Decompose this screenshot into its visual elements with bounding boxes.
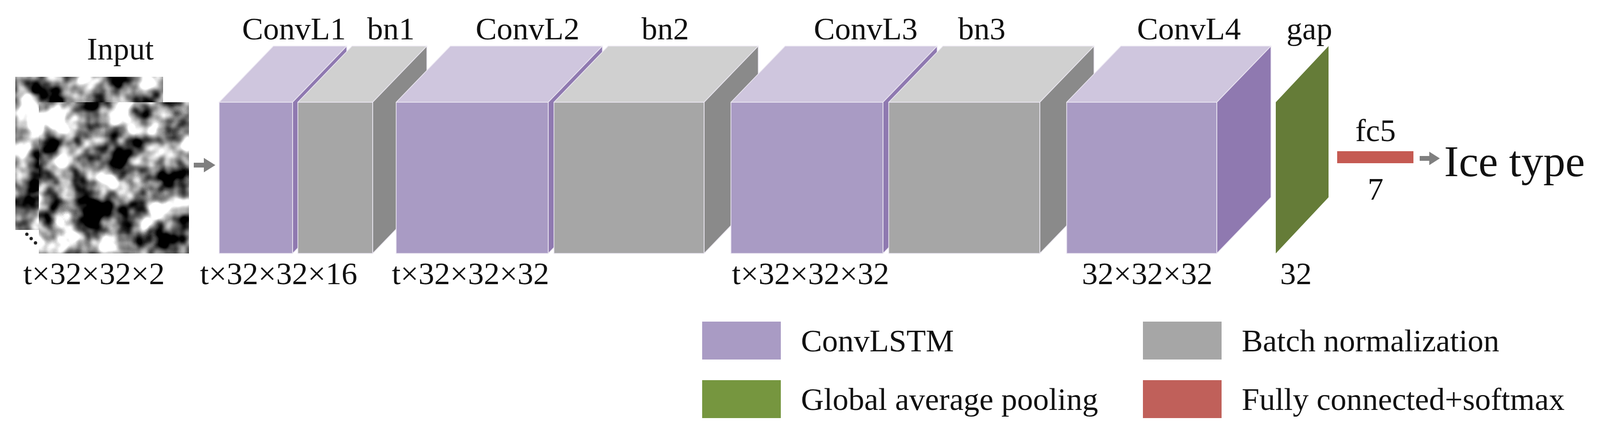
- output-arrow-head: [1429, 151, 1440, 165]
- layer-name: bn2: [641, 12, 690, 45]
- tensor-shape: t×32×32×16: [200, 257, 358, 290]
- arrow-head: [203, 157, 216, 173]
- block-front-face: [297, 102, 373, 254]
- ellipsis-dot: [34, 241, 38, 245]
- shape-outline: [1066, 46, 1271, 254]
- block-side-face: [1216, 46, 1271, 254]
- tensor-shape: 32: [1280, 257, 1312, 290]
- block-front-face: [730, 102, 883, 254]
- legend-swatch: [1142, 321, 1222, 360]
- legend-swatch: [1142, 379, 1222, 418]
- shape-outline: [1337, 151, 1414, 164]
- pooling-shape: [1275, 46, 1329, 254]
- block-front-face: [1066, 102, 1217, 254]
- legend-text: Batch normalization: [1241, 324, 1500, 357]
- shape-outline: [1275, 46, 1329, 254]
- layer-name: ConvL3: [813, 12, 918, 45]
- legend-text: Global average pooling: [800, 383, 1098, 415]
- input-images: Inputt×32×32×2: [15, 76, 189, 254]
- layer-name: gap: [1286, 12, 1332, 45]
- tensor-shape: t×32×32×2: [23, 257, 165, 290]
- layer-name: Input: [86, 33, 154, 65]
- input-image-front: [38, 102, 189, 254]
- ellipsis-dot: [25, 232, 29, 236]
- legend-swatch: [702, 379, 781, 418]
- layer-name: ConvL1: [242, 12, 346, 45]
- legend-text: Fully connected+softmax: [1241, 383, 1565, 415]
- tensor-shape: 32×32×32: [1082, 257, 1213, 290]
- layer-name: ConvL4: [1137, 12, 1241, 45]
- layer-name: fc5: [1355, 114, 1396, 147]
- shape-outline: [553, 46, 759, 254]
- layer-block: bn3: [888, 46, 1095, 254]
- layer-block: ConvL432×32×32: [1066, 46, 1271, 254]
- layer-name: ConvL2: [475, 12, 580, 45]
- block-front-face: [219, 102, 293, 254]
- shape-outline: [15, 76, 189, 254]
- legend-swatch: [702, 321, 781, 360]
- legend-text: ConvLSTM: [800, 324, 954, 357]
- block-front-face: [553, 102, 705, 254]
- tensor-shape: t×32×32×32: [391, 257, 550, 290]
- tensor-shape: 7: [1367, 173, 1384, 205]
- dense-bar: [1337, 151, 1414, 164]
- block-front-face: [888, 102, 1040, 254]
- connector-arrow: [193, 157, 216, 173]
- output-label: Ice type: [1444, 139, 1586, 184]
- layer-name: bn1: [367, 12, 415, 45]
- ellipsis-dot: [29, 236, 34, 241]
- tensor-shape: t×32×32×32: [731, 257, 890, 290]
- layer-block: bn2: [553, 46, 759, 254]
- block-front-face: [396, 102, 549, 254]
- shape-outline: [888, 46, 1095, 254]
- output-arrow-shaft: [1419, 155, 1431, 161]
- pooling-layer: gap32: [1275, 46, 1329, 254]
- dense-layer: fc57: [1337, 151, 1414, 164]
- layer-name: bn3: [958, 12, 1006, 45]
